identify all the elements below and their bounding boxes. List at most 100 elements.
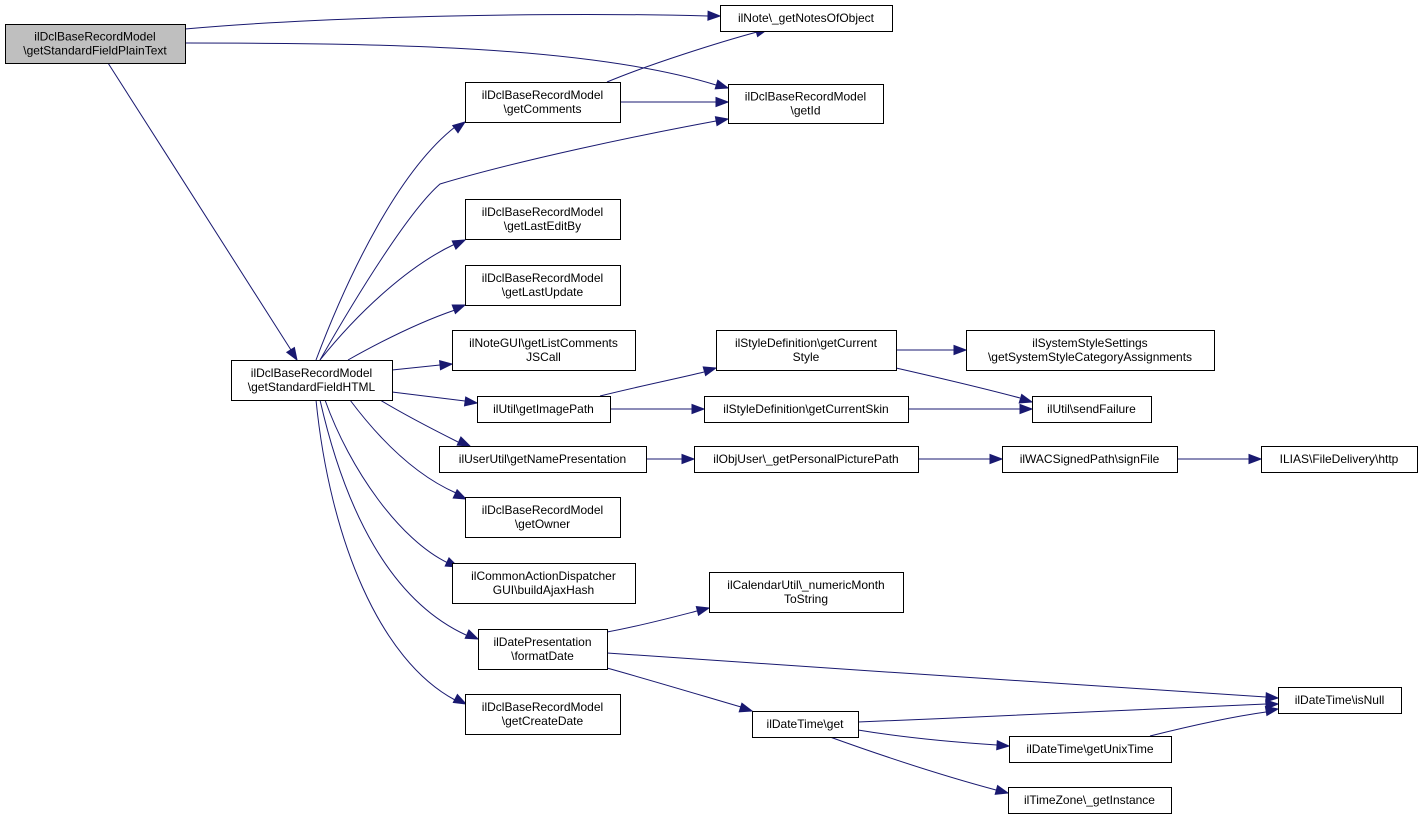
- arrowhead: [452, 488, 468, 500]
- edge-getImagePath-to-getCurrentStyle: [599, 366, 718, 397]
- edge-getStandardFieldHTML-to-formatDate: [319, 399, 480, 640]
- arrowhead: [714, 116, 730, 127]
- edge-getStandardFieldHTML-to-getListCommentsJSCall: [391, 360, 454, 371]
- edge-getStandardFieldHTML-to-getComments: [315, 121, 467, 361]
- node-get-system-style-category-assignments[interactable]: ilSystemStyleSettings\getSystemStyleCate…: [966, 330, 1215, 371]
- node-get-unix-time[interactable]: ilDateTime\getUnixTime: [1009, 736, 1172, 763]
- node-get-image-path[interactable]: ilUtil\getImagePath: [477, 396, 611, 423]
- node-label-line: \getOwner: [515, 517, 570, 531]
- node-get-notes-of-object[interactable]: ilNote\_getNotesOfObject: [720, 5, 893, 32]
- node-label-line: ilDclBaseRecordModel: [482, 88, 603, 102]
- edge-getStandardFieldHTML-to-getImagePath: [391, 391, 479, 407]
- arrowhead: [451, 239, 467, 250]
- node-get-name-presentation[interactable]: ilUserUtil\getNamePresentation: [439, 446, 647, 473]
- node-label-line: ilWACSignedPath\signFile: [1020, 452, 1160, 466]
- node-label-line: ilStyleDefinition\getCurrent: [735, 336, 878, 350]
- edge-getStandardFieldHTML-to-getLastUpdate: [347, 304, 467, 361]
- node-get-current-skin[interactable]: ilStyleDefinition\getCurrentSkin: [704, 396, 909, 423]
- edge-root-to-getStandardFieldHTML: [107, 62, 298, 362]
- node-http[interactable]: ILIAS\FileDelivery\http: [1261, 446, 1418, 473]
- edge-formatDate-to-isNull: [606, 652, 1280, 703]
- node-get-last-update[interactable]: ilDclBaseRecordModel\getLastUpdate: [465, 265, 621, 306]
- node-label-line: \getStandardFieldPlainText: [23, 44, 167, 58]
- node-label-line: \getLastUpdate: [502, 285, 584, 299]
- node-label-line: ilTimeZone\_getInstance: [1024, 793, 1155, 807]
- node-box: [478, 629, 608, 670]
- node-get-last-edit-by[interactable]: ilDclBaseRecordModel\getLastEditBy: [465, 199, 621, 240]
- node-label-line: ilUtil\sendFailure: [1047, 402, 1136, 416]
- node-format-date[interactable]: ilDatePresentation\formatDate: [478, 629, 608, 670]
- node-label-line: ilSystemStyleSettings: [1032, 336, 1147, 350]
- edge-formatDate-to-numericMonthToString: [606, 606, 711, 633]
- node-label-line: ToString: [784, 592, 828, 606]
- node-dt-get[interactable]: ilDateTime\get: [752, 711, 859, 738]
- node-label-line: ilDatePresentation: [493, 635, 591, 649]
- arrowhead: [994, 784, 1010, 795]
- arrowhead: [1265, 692, 1280, 703]
- node-box: [465, 497, 621, 538]
- node-box: [439, 446, 647, 473]
- edge-getStandardFieldHTML-to-getOwner: [349, 399, 468, 500]
- node-root[interactable]: ilDclBaseRecordModel\getStandardFieldPla…: [5, 24, 186, 64]
- node-get-create-date[interactable]: ilDclBaseRecordModel\getCreateDate: [465, 694, 621, 735]
- node-get-id[interactable]: ilDclBaseRecordModel\getId: [728, 84, 884, 124]
- arrowhead: [681, 453, 696, 465]
- edge-getImagePath-to-getCurrentSkin: [610, 403, 706, 415]
- arrowhead: [738, 702, 754, 713]
- arrowhead: [451, 121, 467, 134]
- arrowhead: [451, 304, 467, 315]
- node-box: [452, 563, 636, 604]
- arrowhead: [463, 396, 479, 407]
- node-label-line: ilDateTime\isNull: [1295, 693, 1385, 707]
- node-build-ajax-hash[interactable]: ilCommonActionDispatcherGUI\buildAjaxHas…: [452, 563, 636, 604]
- node-label-line: ilDateTime\getUnixTime: [1026, 742, 1153, 756]
- node-send-failure[interactable]: ilUtil\sendFailure: [1032, 396, 1152, 423]
- node-get-standard-field-h-t-m-l[interactable]: ilDclBaseRecordModel\getStandardFieldHTM…: [231, 360, 393, 401]
- arrowhead: [695, 606, 711, 617]
- node-label-line: Style: [793, 350, 820, 364]
- arrowhead: [691, 403, 706, 415]
- node-label-line: \formatDate: [511, 649, 574, 663]
- node-label-line: ilDclBaseRecordModel: [482, 271, 603, 285]
- node-box: [5, 24, 186, 64]
- edge-root-to-getNotesOfObject: [184, 10, 722, 30]
- node-label-line: \getSystemStyleCategoryAssignments: [988, 350, 1192, 364]
- node-label-line: ilUtil\getImagePath: [493, 402, 594, 416]
- arrowhead: [953, 344, 968, 356]
- node-box: [694, 446, 919, 473]
- node-get-instance[interactable]: ilTimeZone\_getInstance: [1008, 787, 1172, 814]
- edge-dtGet-to-getInstance: [829, 736, 1010, 795]
- node-label-line: ilObjUser\_getPersonalPicturePath: [713, 452, 898, 466]
- node-box: [1008, 787, 1172, 814]
- arrowhead: [1248, 453, 1263, 465]
- node-sign-file[interactable]: ilWACSignedPath\signFile: [1002, 446, 1178, 473]
- node-label-line: ilCalendarUtil\_numericMonth: [727, 578, 884, 592]
- edge-getStandardFieldHTML-to-getCreateDate: [315, 399, 468, 705]
- node-label-line: ilDclBaseRecordModel: [34, 30, 155, 44]
- edge-getComments-to-getNotesOfObject: [606, 27, 770, 83]
- edge-getCurrentSkin-to-sendFailure: [908, 403, 1034, 415]
- node-box: [1032, 396, 1152, 423]
- arrowhead: [996, 739, 1011, 751]
- edge-getStandardFieldHTML-to-getLastEditBy: [319, 239, 467, 361]
- arrowhead: [285, 346, 298, 362]
- node-label-line: JSCall: [526, 350, 561, 364]
- node-label-line: ilNote\_getNotesOfObject: [738, 11, 875, 25]
- node-label-line: \getId: [790, 104, 820, 118]
- edge-signFile-to-http: [1177, 453, 1263, 465]
- node-is-null[interactable]: ilDateTime\isNull: [1278, 687, 1402, 714]
- node-label-line: ilNoteGUI\getListComments: [469, 336, 618, 350]
- node-box: [465, 199, 621, 240]
- node-box: [966, 330, 1215, 371]
- node-box: [1009, 736, 1172, 763]
- node-label-line: ilStyleDefinition\getCurrentSkin: [723, 402, 888, 416]
- arrowhead: [715, 96, 730, 108]
- node-get-comments[interactable]: ilDclBaseRecordModel\getComments: [465, 82, 621, 123]
- node-get-owner[interactable]: ilDclBaseRecordModel\getOwner: [465, 497, 621, 538]
- node-get-personal-picture-path[interactable]: ilObjUser\_getPersonalPicturePath: [694, 446, 919, 473]
- node-label-line: ilCommonActionDispatcher: [471, 569, 616, 583]
- node-box: [1002, 446, 1178, 473]
